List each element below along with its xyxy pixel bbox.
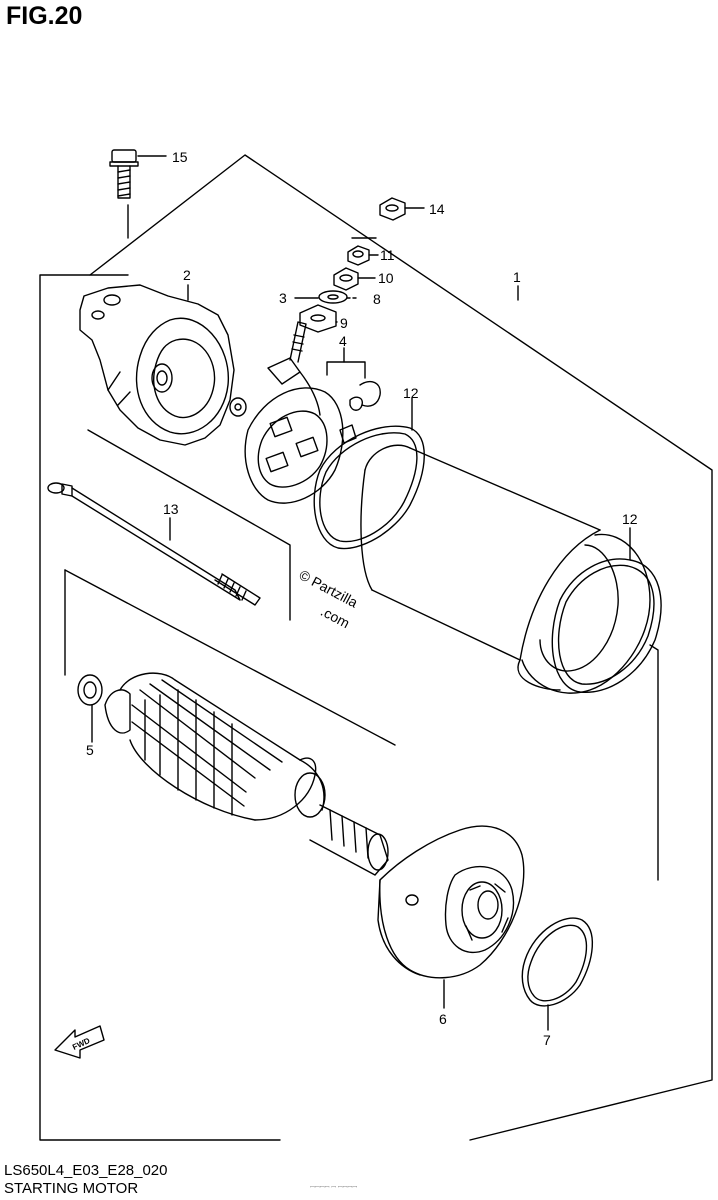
part-12-o-ring-upper [313, 397, 425, 550]
callout-13: 13 [163, 501, 179, 517]
part-15-bolt [109, 149, 167, 199]
part-11-nut [347, 245, 379, 266]
callout-3: 3 [279, 290, 287, 306]
faint-footer-note: ꟷꟷꟷꟷ ꟷ ꟷꟷꟷꟷ [310, 1185, 358, 1191]
callout-11: 11 [380, 247, 395, 263]
callout-15: 15 [172, 149, 188, 165]
figure-code: LS650L4_E03_E28_020 [4, 1162, 168, 1179]
part-9-plate [299, 304, 338, 333]
figure-title: FIG.20 [6, 2, 83, 30]
callout-2: 2 [183, 267, 191, 283]
watermark: © Partzilla .com [297, 567, 361, 632]
figure-caption: STARTING MOTOR [4, 1180, 139, 1197]
callout-7: 7 [543, 1032, 551, 1048]
fwd-arrow-icon: FWD [54, 1025, 105, 1059]
callout-1: 1 [513, 269, 521, 285]
callout-12-upper: 12 [403, 385, 419, 401]
watermark-text: Partzilla [309, 573, 361, 611]
part-12-o-ring-lower [551, 527, 662, 693]
callout-10: 10 [378, 270, 394, 286]
part-6-front-housing [377, 825, 525, 1009]
assembly-boundary-box [39, 154, 713, 1141]
armature [104, 672, 389, 876]
brush-plate-assembly [244, 321, 381, 504]
part-1-yoke [360, 285, 651, 694]
callout-8: 8 [373, 291, 381, 307]
callout-14: 14 [429, 201, 445, 217]
part-14-nut [379, 197, 425, 221]
part-2-end-housing [79, 284, 235, 446]
callout-9: 9 [340, 315, 348, 331]
o-ring-washer [229, 397, 247, 417]
part-8-washer [294, 290, 359, 304]
callout-4: 4 [339, 333, 347, 349]
callout-12-lower: 12 [622, 511, 638, 527]
callout-5: 5 [86, 742, 94, 758]
part-10-nut [333, 267, 376, 291]
part-13-through-bolt [47, 482, 261, 606]
part-5-washer [77, 674, 103, 743]
part-7-o-ring [521, 917, 594, 1031]
callout-6: 6 [439, 1011, 447, 1027]
